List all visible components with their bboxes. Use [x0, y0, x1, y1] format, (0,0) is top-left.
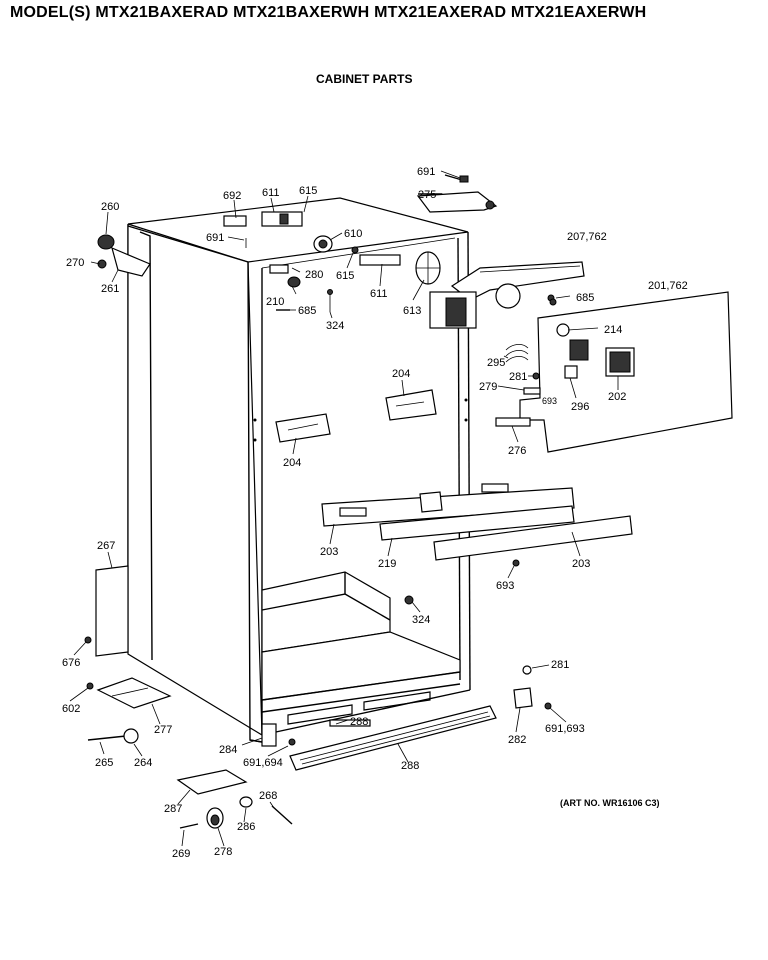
- label-207-762: 207,762: [567, 231, 607, 243]
- label-260: 260: [101, 201, 119, 213]
- label-692: 692: [223, 190, 241, 202]
- leader-lines: [69, 170, 619, 847]
- label-268: 268: [259, 790, 277, 802]
- label-202: 202: [608, 391, 626, 403]
- label-296: 296: [571, 401, 589, 413]
- label-282: 282: [508, 734, 526, 746]
- label-270: 270: [66, 257, 84, 269]
- label-287: 287: [164, 803, 182, 815]
- label-615: 615: [336, 270, 354, 282]
- grille-288: [289, 705, 497, 771]
- left-hinge-260: [97, 234, 151, 277]
- label-611: 611: [370, 288, 388, 300]
- bracket-282: [513, 687, 533, 709]
- art-number: (ART NO. WR16106 C3): [560, 798, 660, 808]
- label-203: 203: [572, 558, 590, 570]
- label-691-693: 691,693: [545, 723, 585, 735]
- label-288: 288: [350, 716, 368, 728]
- label-203: 203: [320, 546, 338, 558]
- top-hinge-275: [416, 174, 498, 213]
- label-691: 691: [417, 166, 435, 178]
- label-691-694: 691,694: [243, 757, 283, 769]
- label-693: 693: [496, 580, 514, 592]
- mullion-203-lower: [433, 515, 633, 561]
- label-214: 214: [604, 324, 622, 336]
- caster-parts: [176, 769, 293, 829]
- mullion-219: [379, 505, 575, 541]
- label-264: 264: [134, 757, 152, 769]
- label-204: 204: [283, 457, 301, 469]
- label-276: 276: [508, 445, 526, 457]
- label-685: 685: [298, 305, 316, 317]
- label-275: 275: [418, 189, 436, 201]
- mullion-bracket-204-right: [385, 389, 437, 421]
- label-281: 281: [551, 659, 569, 671]
- bracket-277: [96, 677, 172, 709]
- cabinet-body: [127, 197, 471, 743]
- label-324: 324: [326, 320, 344, 332]
- control-panel-201: [495, 291, 733, 453]
- label-267: 267: [97, 540, 115, 552]
- label-685: 685: [576, 292, 594, 304]
- label-219: 219: [378, 558, 396, 570]
- label-204: 204: [392, 368, 410, 380]
- label-324: 324: [412, 614, 430, 626]
- label-265: 265: [95, 757, 113, 769]
- mullion-203-upper: [321, 483, 575, 527]
- label-691: 691: [206, 232, 224, 244]
- label-210: 210: [266, 296, 284, 308]
- label-281: 281: [509, 371, 527, 383]
- label-288: 288: [401, 760, 419, 772]
- label-261: 261: [101, 283, 119, 295]
- mullion-bracket-204-left: [275, 413, 331, 443]
- label-269: 269: [172, 848, 190, 860]
- label-295: 295: [487, 357, 505, 369]
- section-title: CABINET PARTS: [316, 72, 413, 86]
- control-housing-207: [429, 261, 585, 329]
- label-280: 280: [305, 269, 323, 281]
- label-693: 693: [542, 396, 557, 406]
- label-284: 284: [219, 744, 237, 756]
- label-615: 615: [299, 185, 317, 197]
- label-610: 610: [344, 228, 362, 240]
- label-279: 279: [479, 381, 497, 393]
- label-613: 613: [403, 305, 421, 317]
- label-201-762: 201,762: [648, 280, 688, 292]
- label-278: 278: [214, 846, 232, 858]
- part-labels: 691 275 692 611 615 260 691 610 207,762 …: [62, 166, 688, 860]
- label-602: 602: [62, 703, 80, 715]
- label-286: 286: [237, 821, 255, 833]
- top-center-parts: [223, 211, 441, 312]
- label-277: 277: [154, 724, 172, 736]
- hinge-284: [261, 723, 277, 747]
- label-611: 611: [262, 187, 280, 199]
- screw-parts: [84, 298, 557, 746]
- label-676: 676: [62, 657, 80, 669]
- roller-264: [87, 728, 139, 744]
- wires-295: [505, 344, 529, 363]
- models-header: MODEL(S) MTX21BAXERAD MTX21BAXERWH MTX21…: [10, 4, 647, 21]
- access-cover-267: [95, 565, 129, 657]
